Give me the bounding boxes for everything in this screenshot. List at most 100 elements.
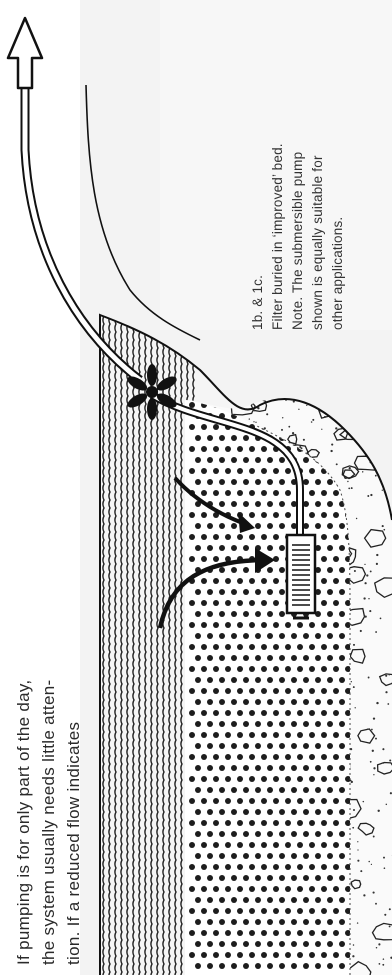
filter-media-dot	[333, 490, 339, 496]
sand-speckle	[376, 947, 377, 948]
filter-media-dot	[249, 534, 255, 540]
filter-media-dot	[249, 512, 255, 518]
filter-media-dot	[315, 853, 321, 859]
sand-speckle	[389, 674, 390, 675]
filter-media-dot	[333, 512, 339, 518]
filter-media-dot	[309, 776, 315, 782]
filter-media-dot	[195, 545, 201, 551]
sand-speckle	[376, 563, 378, 565]
sand-speckle	[368, 598, 369, 599]
filter-media-dot	[219, 545, 225, 551]
filter-media-dot	[219, 743, 225, 749]
filter-media-dot	[267, 787, 273, 793]
filter-media-dot	[243, 897, 249, 903]
filter-media-dot	[213, 644, 219, 650]
filter-media-dot	[219, 897, 225, 903]
filter-media-dot	[327, 567, 333, 573]
filter-media-dot	[297, 864, 303, 870]
filter-media-dot	[237, 578, 243, 584]
filter-media-dot	[267, 699, 273, 705]
filter-media-dot	[243, 589, 249, 595]
filter-media-dot	[321, 600, 327, 606]
filter-media-dot	[213, 930, 219, 936]
filter-media-dot	[285, 666, 291, 672]
filter-media-dot	[273, 556, 279, 562]
filter-media-dot	[243, 721, 249, 727]
sand-speckle	[383, 958, 385, 960]
filter-media-dot	[291, 677, 297, 683]
filter-media-dot	[195, 897, 201, 903]
filter-media-dot	[255, 941, 261, 947]
sand-speckle	[353, 644, 355, 646]
filter-media-dot	[225, 732, 231, 738]
filter-media-dot	[237, 446, 243, 452]
filter-media-dot	[267, 853, 273, 859]
sand-speckle	[303, 439, 305, 441]
filter-media-dot	[339, 523, 345, 529]
filter-media-dot	[243, 919, 249, 925]
filter-media-dot	[219, 655, 225, 661]
filter-media-dot	[273, 886, 279, 892]
filter-media-dot	[189, 864, 195, 870]
sand-speckle	[370, 761, 372, 763]
filter-media-dot	[231, 545, 237, 551]
filter-media-dot	[243, 787, 249, 793]
sand-speckle	[364, 564, 365, 565]
filter-media-dot	[231, 831, 237, 837]
filter-media-dot	[231, 897, 237, 903]
filter-media-dot	[303, 875, 309, 881]
filter-media-dot	[231, 919, 237, 925]
filter-media-dot	[201, 952, 207, 958]
filter-media-dot	[333, 930, 339, 936]
filter-media-dot	[201, 842, 207, 848]
filter-media-dot	[333, 710, 339, 716]
filter-media-dot	[195, 589, 201, 595]
filter-media-dot	[255, 589, 261, 595]
filter-media-dot	[255, 875, 261, 881]
filter-media-dot	[243, 677, 249, 683]
filter-media-dot	[207, 765, 213, 771]
filter-media-dot	[195, 457, 201, 463]
filter-media-dot	[207, 435, 213, 441]
filter-media-dot	[339, 677, 345, 683]
filter-media-dot	[303, 457, 309, 463]
filter-media-dot	[315, 963, 321, 969]
filter-media-dot	[189, 666, 195, 672]
filter-media-dot	[291, 633, 297, 639]
filter-media-dot	[273, 864, 279, 870]
filter-media-dot	[267, 567, 273, 573]
filter-media-dot	[315, 787, 321, 793]
filter-media-dot	[255, 963, 261, 969]
filter-media-dot	[201, 820, 207, 826]
filter-media-dot	[243, 699, 249, 705]
filter-media-dot	[189, 644, 195, 650]
filter-media-dot	[339, 963, 345, 969]
filter-media-dot	[291, 897, 297, 903]
filter-media-dot	[225, 864, 231, 870]
filter-media-dot	[279, 501, 285, 507]
filter-media-dot	[243, 479, 249, 485]
filter-media-dot	[321, 556, 327, 562]
filter-media-dot	[207, 457, 213, 463]
filter-media-dot	[327, 787, 333, 793]
filter-media-dot	[303, 963, 309, 969]
filter-media-dot	[327, 875, 333, 881]
filter-media-dot	[267, 875, 273, 881]
filter-media-dot	[333, 600, 339, 606]
filter-media-dot	[273, 732, 279, 738]
filter-media-dot	[309, 820, 315, 826]
sand-speckle	[389, 759, 391, 761]
filter-media-dot	[195, 963, 201, 969]
sand-speckle	[376, 554, 378, 556]
filter-media-dot	[225, 644, 231, 650]
filter-media-dot	[297, 710, 303, 716]
filter-media-dot	[261, 468, 267, 474]
filter-media-dot	[327, 545, 333, 551]
sand-speckle	[336, 463, 338, 465]
filter-media-dot	[195, 875, 201, 881]
filter-media-dot	[273, 578, 279, 584]
filter-media-dot	[309, 644, 315, 650]
caption-line-1: Filter buried in ‘improved’ bed.	[270, 143, 285, 330]
filter-media-dot	[279, 875, 285, 881]
filter-media-dot	[237, 644, 243, 650]
